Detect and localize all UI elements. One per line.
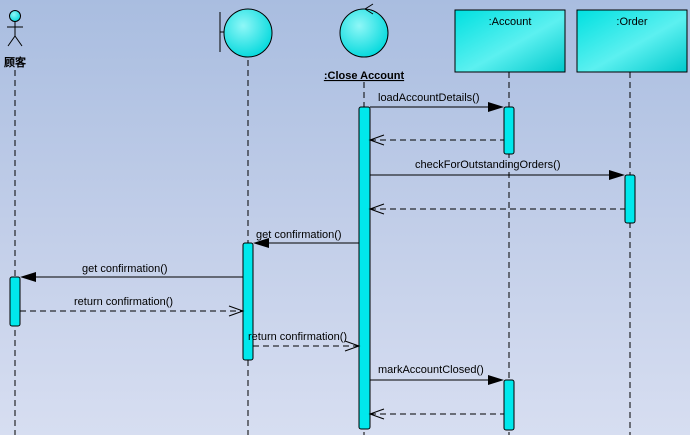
message-label: get confirmation() [82,263,168,275]
open-arrowhead-icon [368,203,385,215]
open-arrowhead-icon [344,340,361,352]
message-label: return confirmation() [248,331,347,343]
account-label: :Account [489,16,532,28]
message-return-account-details[interactable] [368,134,504,146]
message-mark-account-closed[interactable]: markAccountClosed() [370,364,504,385]
control-participant[interactable]: :Close Account [324,3,405,82]
message-return-confirmation-boundary[interactable]: return confirmation() [20,296,245,317]
control-circle-icon [339,8,389,58]
activation-account-2[interactable] [503,379,515,431]
actor-participant[interactable]: 顾客 [4,10,27,70]
message-get-confirmation-actor[interactable]: get confirmation() [20,263,243,282]
account-box [454,9,566,73]
activation-order[interactable] [624,174,636,224]
message-get-confirmation-boundary[interactable]: get confirmation() [253,229,359,248]
boundary-circle-icon [223,8,273,58]
actor-left-leg [7,35,16,47]
message-label: return confirmation() [74,296,173,308]
message-label: markAccountClosed() [378,364,484,376]
order-participant[interactable]: :Order [576,9,688,73]
message-label: loadAccountDetails() [378,92,480,104]
filled-arrowhead-icon [253,238,269,248]
lifelines [14,60,631,435]
filled-arrowhead-icon [609,170,625,180]
order-box [576,9,688,73]
message-check-outstanding-orders[interactable]: checkForOutstandingOrders() [370,159,625,180]
activation-boundary[interactable] [242,242,254,361]
filled-arrowhead-icon [488,375,504,385]
message-return-confirmation-control[interactable]: return confirmation() [248,331,361,352]
boundary-participant[interactable] [219,8,273,58]
message-return-account-closed[interactable] [368,408,504,420]
filled-arrowhead-icon [20,272,36,282]
order-label: :Order [616,16,648,28]
actor-head [9,10,21,22]
activation-actor[interactable] [9,276,21,327]
actor-right-leg [14,35,23,47]
message-return-orders[interactable] [368,203,625,215]
open-arrowhead-icon [368,408,385,420]
open-arrowhead-icon [228,305,245,317]
activation-control[interactable] [358,106,371,430]
activation-account-1[interactable] [503,106,515,155]
control-label: :Close Account [324,70,405,82]
activations [9,106,636,431]
messages: loadAccountDetails() checkForOutstanding… [20,92,625,420]
account-participant[interactable]: :Account [454,9,566,73]
actor-label: 顾客 [4,55,27,69]
control-arrowhead-icon [364,3,374,15]
message-label: get confirmation() [256,229,342,241]
message-load-account-details[interactable]: loadAccountDetails() [370,92,504,112]
open-arrowhead-icon [368,134,385,146]
message-label: checkForOutstandingOrders() [415,159,561,171]
filled-arrowhead-icon [488,102,504,112]
